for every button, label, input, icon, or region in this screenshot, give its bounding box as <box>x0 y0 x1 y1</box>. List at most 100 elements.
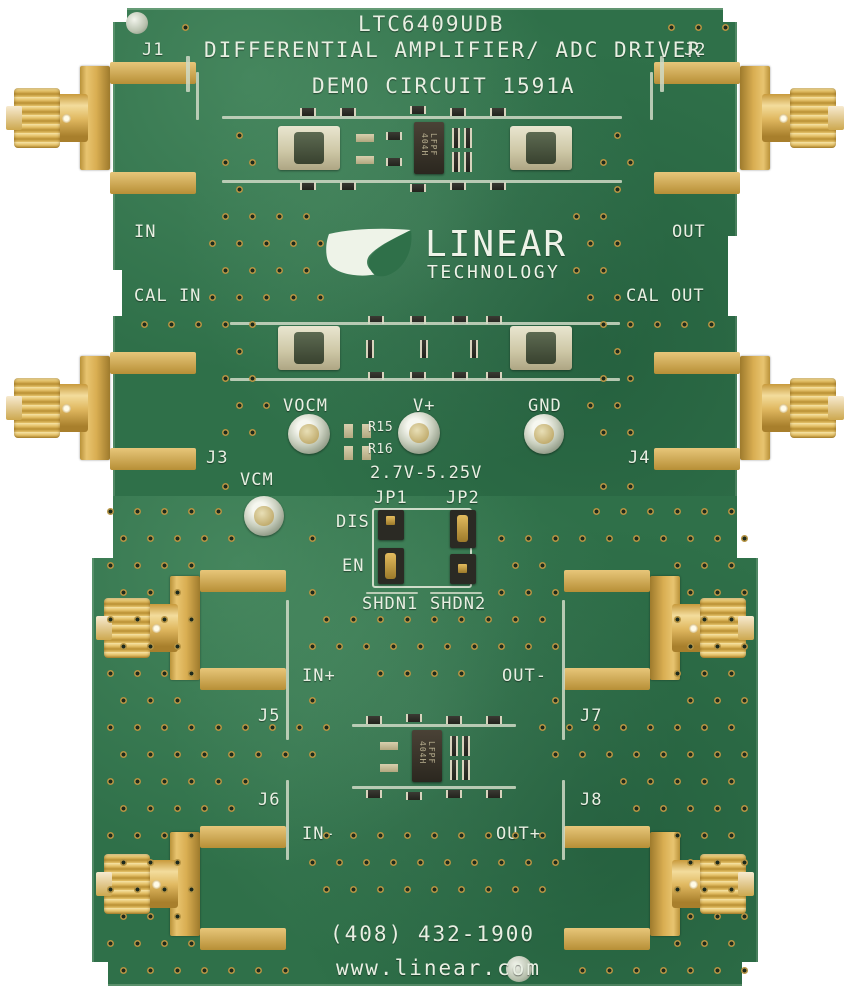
silk-label-vplus: V+ <box>413 396 436 416</box>
step-notch-left <box>92 496 113 558</box>
smd-mid-1 <box>368 316 384 324</box>
smd-mid-7 <box>452 372 468 380</box>
transformer-t3 <box>278 326 340 370</box>
smd-top-16 <box>410 184 426 192</box>
lt-swoosh-icon <box>326 228 412 277</box>
trace-in-plus <box>286 600 289 740</box>
smd-bot-6 <box>380 764 398 772</box>
mounting-hole-top-left <box>126 12 148 34</box>
sma-connector-j2[interactable] <box>740 66 844 170</box>
silk-label-jp1: JP1 <box>374 488 408 508</box>
edge-notch-left-upper <box>113 270 122 316</box>
trace-bot-upper <box>352 724 516 727</box>
ic-top: LFPF 404H <box>414 122 444 174</box>
jumper-jp2-en-position[interactable] <box>450 554 476 584</box>
corner-notch-br <box>742 962 758 986</box>
jumper-jp2-dis-shunt[interactable] <box>450 510 476 548</box>
smd-bot-5 <box>380 742 398 750</box>
silk-label-in-minus: IN- <box>302 824 336 844</box>
smd-top-7 <box>386 132 402 140</box>
test-point-vplus[interactable] <box>398 412 440 454</box>
smd-bot-7 <box>366 716 382 724</box>
resistor-r16-pair <box>362 446 371 460</box>
silk-outline-j2 <box>660 56 664 92</box>
silk-label-dis: DIS <box>336 512 370 532</box>
launch-pad-j4-b <box>654 448 740 470</box>
resistor-r15-body <box>344 424 353 438</box>
test-point-gnd[interactable] <box>524 414 564 454</box>
smd-bot-14 <box>486 790 502 798</box>
silk-ref-j3: J3 <box>206 448 229 468</box>
smd-bot-13 <box>446 790 462 798</box>
silk-outline-j1 <box>186 56 190 92</box>
transformer-t2 <box>510 126 572 170</box>
launch-pad-j5-b <box>200 668 286 690</box>
jumper-silk-frame <box>372 508 472 588</box>
trace-bot-lower <box>352 786 516 789</box>
silk-ref-j2: J2 <box>684 40 707 60</box>
smd-top-9 <box>300 108 316 116</box>
sma-connector-j5[interactable] <box>96 576 200 680</box>
transformer-t4 <box>510 326 572 370</box>
silk-part-number: LTC6409UDB <box>358 12 505 36</box>
test-point-vocm[interactable] <box>288 414 330 454</box>
smd-mid-5 <box>368 372 384 380</box>
resistor-r15-pair <box>362 424 371 438</box>
launch-pad-j2-b <box>654 172 740 194</box>
silk-label-in: IN <box>134 222 157 242</box>
edge-notch-right-upper <box>728 236 737 316</box>
logo-brand-name: LINEAR <box>425 224 568 265</box>
sma-connector-j8[interactable] <box>650 832 754 936</box>
step-notch-right <box>737 496 758 558</box>
launch-pad-j3-a <box>110 352 196 374</box>
smd-bot-2 <box>462 736 470 756</box>
jumper-jp1-en-shunt[interactable] <box>378 548 404 584</box>
silk-ref-j8: J8 <box>580 790 603 810</box>
smd-top-8 <box>386 158 402 166</box>
silk-label-out-minus: OUT- <box>502 666 547 686</box>
smd-top-14 <box>300 182 316 190</box>
smd-top-2 <box>464 128 472 148</box>
silk-label-gnd: GND <box>528 396 562 416</box>
smd-mid-2 <box>410 316 426 324</box>
silk-label-r16: R16 <box>368 442 394 457</box>
smd-bot-9 <box>446 716 462 724</box>
smd-top-3 <box>452 152 460 172</box>
trace-in-minus <box>286 780 289 860</box>
silk-label-jp2: JP2 <box>446 488 480 508</box>
smd-bot-4 <box>462 760 470 780</box>
smd-bot-10 <box>486 716 502 724</box>
launch-pad-j7-b <box>564 668 650 690</box>
smd-mid-10 <box>420 340 428 358</box>
launch-pad-j8-b <box>564 928 650 950</box>
launch-pad-j8-a <box>564 826 650 848</box>
jumper-jp1-dis-position[interactable] <box>378 510 404 540</box>
trace-out-plus <box>562 780 565 860</box>
silk-label-cal-in: CAL IN <box>134 286 202 306</box>
silk-label-out: OUT <box>672 222 706 242</box>
test-point-vcm[interactable] <box>244 496 284 536</box>
mounting-hole-bottom <box>506 956 532 982</box>
smd-mid-6 <box>410 372 426 380</box>
sma-connector-j7[interactable] <box>650 576 754 680</box>
launch-pad-j1-a <box>110 62 196 84</box>
trace-out-minus <box>562 600 565 740</box>
silk-label-vocm: VOCM <box>283 396 328 416</box>
corner-notch-tl <box>113 8 127 22</box>
silk-ref-j7: J7 <box>580 706 603 726</box>
sma-connector-j1[interactable] <box>6 66 110 170</box>
sma-connector-j4[interactable] <box>740 356 844 460</box>
smd-bot-3 <box>450 760 458 780</box>
corner-notch-bl <box>92 962 108 986</box>
launch-pad-j5-a <box>200 570 286 592</box>
smd-top-17 <box>450 182 466 190</box>
silk-subtitle: DEMO CIRCUIT 1591A <box>312 74 576 98</box>
launch-pad-j6-a <box>200 826 286 848</box>
smd-top-12 <box>450 108 466 116</box>
ic-bottom: LFPF 404H <box>412 730 442 782</box>
smd-mid-3 <box>452 316 468 324</box>
smd-mid-4 <box>486 316 502 324</box>
sma-connector-j6[interactable] <box>96 832 200 936</box>
sma-connector-j3[interactable] <box>6 356 110 460</box>
